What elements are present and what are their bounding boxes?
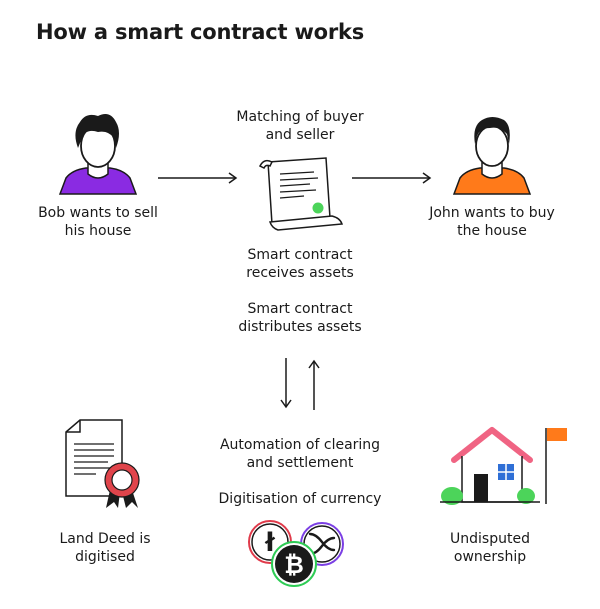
digitisation-label: Digitisation of currency (218, 491, 382, 507)
bob-label: Bob wants to sell his house (38, 205, 158, 239)
svg-text:ł: ł (264, 528, 276, 558)
receives-label: Smart contract receives assets (246, 247, 354, 281)
ownership-label: Undisputed ownership (450, 531, 530, 565)
automation-label: Automation of clearing and settlement (219, 437, 381, 471)
contract-scroll-icon (258, 157, 344, 231)
matching-label: Matching of buyer and seller (236, 109, 364, 143)
deed-label: Land Deed is digitised (59, 531, 151, 565)
bob-person-icon (58, 114, 138, 195)
arrow-down-icon (280, 358, 292, 409)
john-person-icon (452, 117, 532, 195)
arrow-right-icon (352, 172, 432, 184)
land-deed-icon (65, 419, 140, 508)
svg-text:₿: ₿ (284, 551, 304, 579)
distributes-label: Smart contract distributes assets (238, 301, 362, 335)
house-icon (440, 427, 567, 505)
page-title: How a smart contract works (36, 20, 365, 44)
john-label: John wants to buy the house (429, 205, 555, 239)
arrow-right-icon (158, 172, 238, 184)
arrow-up-icon (308, 359, 320, 410)
crypto-coins-icon: ł ₿ (248, 520, 344, 587)
